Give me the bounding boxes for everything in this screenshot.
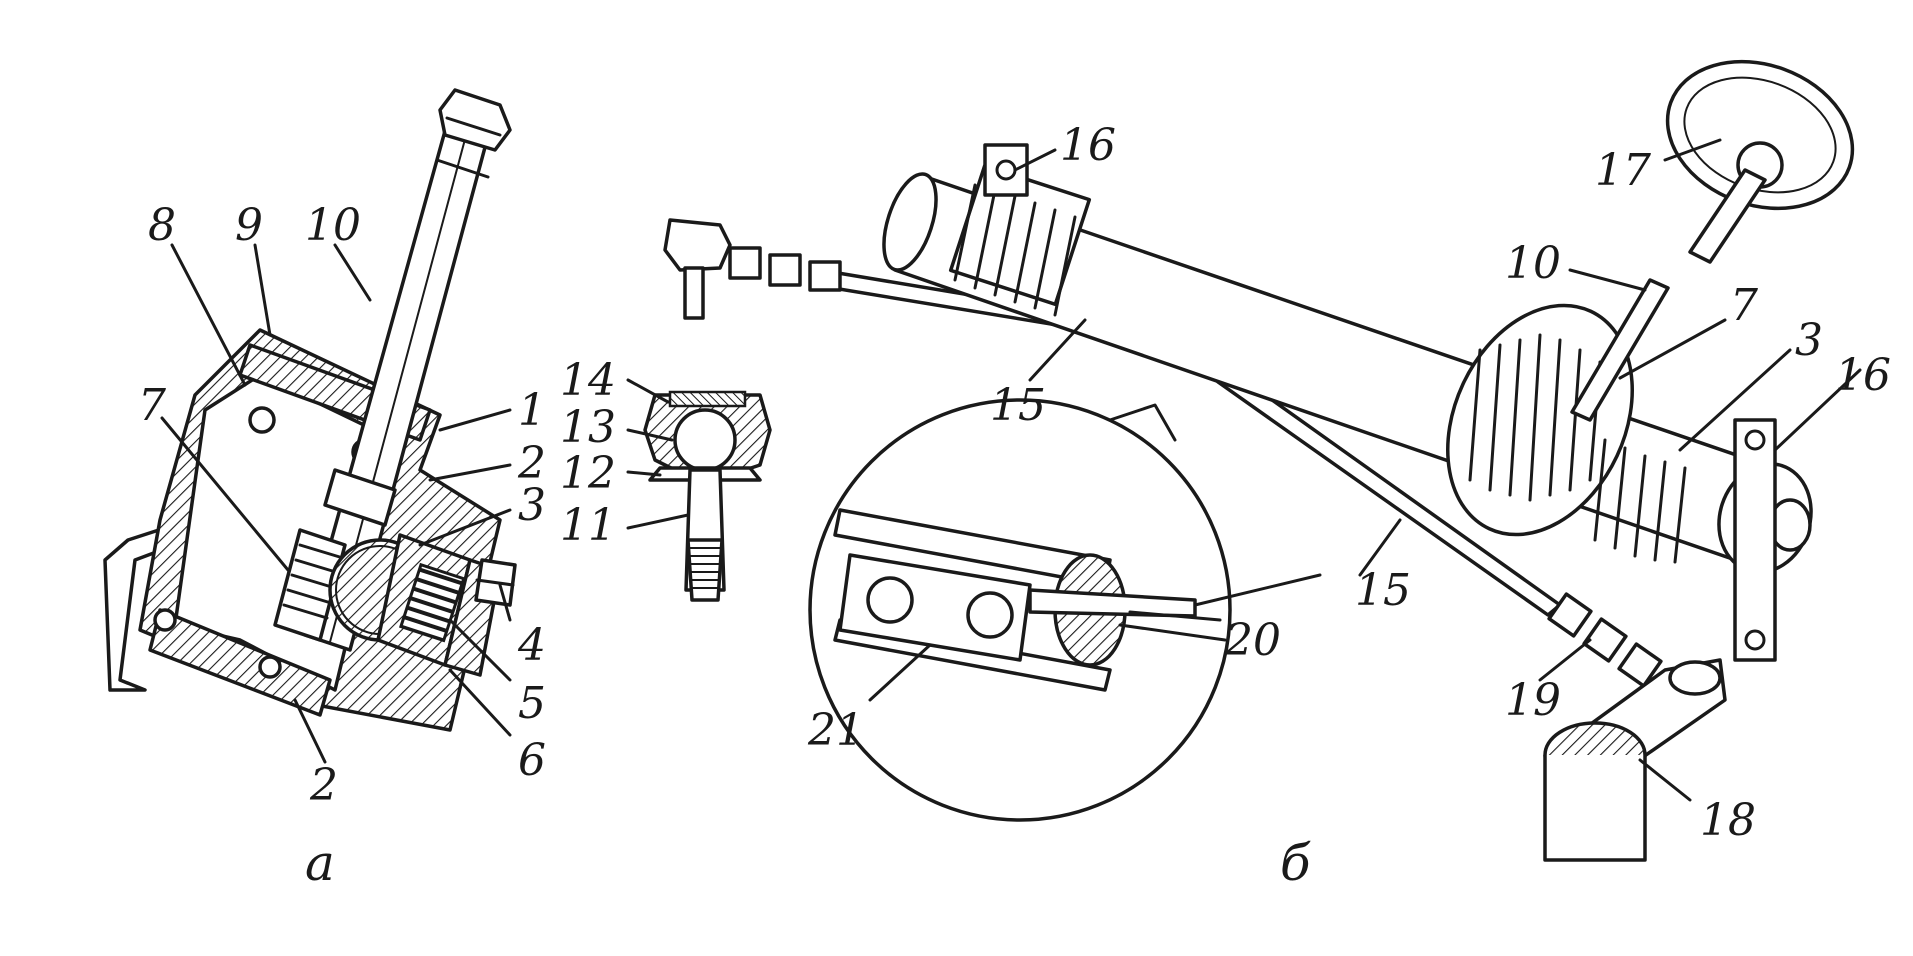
upper-bearing-ball-1 — [248, 406, 276, 434]
label-16-right: 16 — [1835, 350, 1891, 401]
leaders-b — [868, 138, 1862, 802]
label-a-5: 5 — [518, 678, 546, 729]
label-16-left: 16 — [1060, 120, 1116, 171]
label-12: 12 — [560, 448, 616, 499]
label-20: 20 — [1224, 615, 1281, 666]
caption-a: а — [305, 834, 335, 892]
left-tie-rod-end — [663, 218, 732, 272]
pinion-gear — [273, 528, 347, 642]
ball-pin-head — [673, 408, 737, 472]
magnifier-pointer — [1108, 403, 1177, 442]
detail-rod-15 — [1028, 588, 1197, 618]
ball-joint-detail: 14 13 12 11 — [560, 355, 772, 602]
label-18: 18 — [1700, 795, 1756, 846]
label-21: 21 — [807, 705, 864, 756]
label-11: 11 — [560, 500, 616, 551]
assembly-view-b: 16 17 10 7 3 16 15 15 20 21 19 18 б — [663, 59, 1891, 892]
label-a-1: 1 — [518, 385, 546, 436]
label-15-upper: 15 — [990, 380, 1046, 431]
label-a-2: 2 — [517, 438, 546, 489]
right-adjust-nuts — [1547, 592, 1663, 688]
shaft-collar — [323, 468, 397, 527]
label-13: 13 — [560, 402, 616, 453]
label-7: 7 — [1730, 280, 1758, 331]
detail-bolt-left — [866, 576, 914, 624]
label-19: 19 — [1505, 675, 1561, 726]
leaders-a — [160, 243, 512, 764]
label-a-7: 7 — [138, 380, 166, 431]
label-a-2-bottom: 2 — [309, 760, 338, 811]
label-3: 3 — [1795, 315, 1823, 366]
preload-spring — [398, 562, 466, 643]
label-14: 14 — [560, 355, 616, 406]
rack-teeth — [1593, 438, 1687, 564]
steering-arm-pivot — [1668, 660, 1722, 696]
thread-lines — [688, 547, 722, 589]
left-ball-stud — [683, 266, 705, 320]
lower-bearing-ball-2 — [258, 655, 282, 679]
boot-left — [948, 163, 1092, 317]
label-a-4: 4 — [517, 620, 546, 671]
pinion-cutaway-teeth — [1468, 333, 1602, 502]
ball-joint-liner — [668, 390, 747, 408]
label-15-lower: 15 — [1355, 565, 1411, 616]
pinion-teeth — [282, 543, 345, 620]
pinion-cutaway — [1446, 303, 1634, 537]
label-17: 17 — [1595, 145, 1651, 196]
left-adjust-nuts — [728, 246, 842, 292]
caption-b: б — [1280, 834, 1311, 892]
leaders-mid — [626, 378, 690, 530]
steering-arm-boss — [1543, 755, 1647, 862]
input-shaft-b — [1570, 278, 1670, 422]
lower-bearing-ball-1 — [153, 608, 177, 632]
mount-bracket-right — [1733, 418, 1777, 662]
label-a-3: 3 — [518, 480, 546, 531]
rack-housing-left-end — [882, 172, 938, 272]
label-a-8: 8 — [148, 200, 176, 251]
section-view-a: 1 2 3 4 5 6 7 8 9 10 2 а — [103, 88, 546, 892]
label-a-6: 6 — [518, 735, 546, 786]
detail-bolt-right — [966, 591, 1014, 639]
steering-column-stub — [1688, 168, 1767, 264]
label-a-9: 9 — [235, 200, 263, 251]
mount-bracket-left — [983, 143, 1029, 197]
label-10: 10 — [1505, 238, 1561, 289]
label-a-10: 10 — [305, 200, 361, 251]
steering-wheel-rim — [1665, 59, 1855, 211]
shaft-spline-tip — [438, 88, 512, 152]
